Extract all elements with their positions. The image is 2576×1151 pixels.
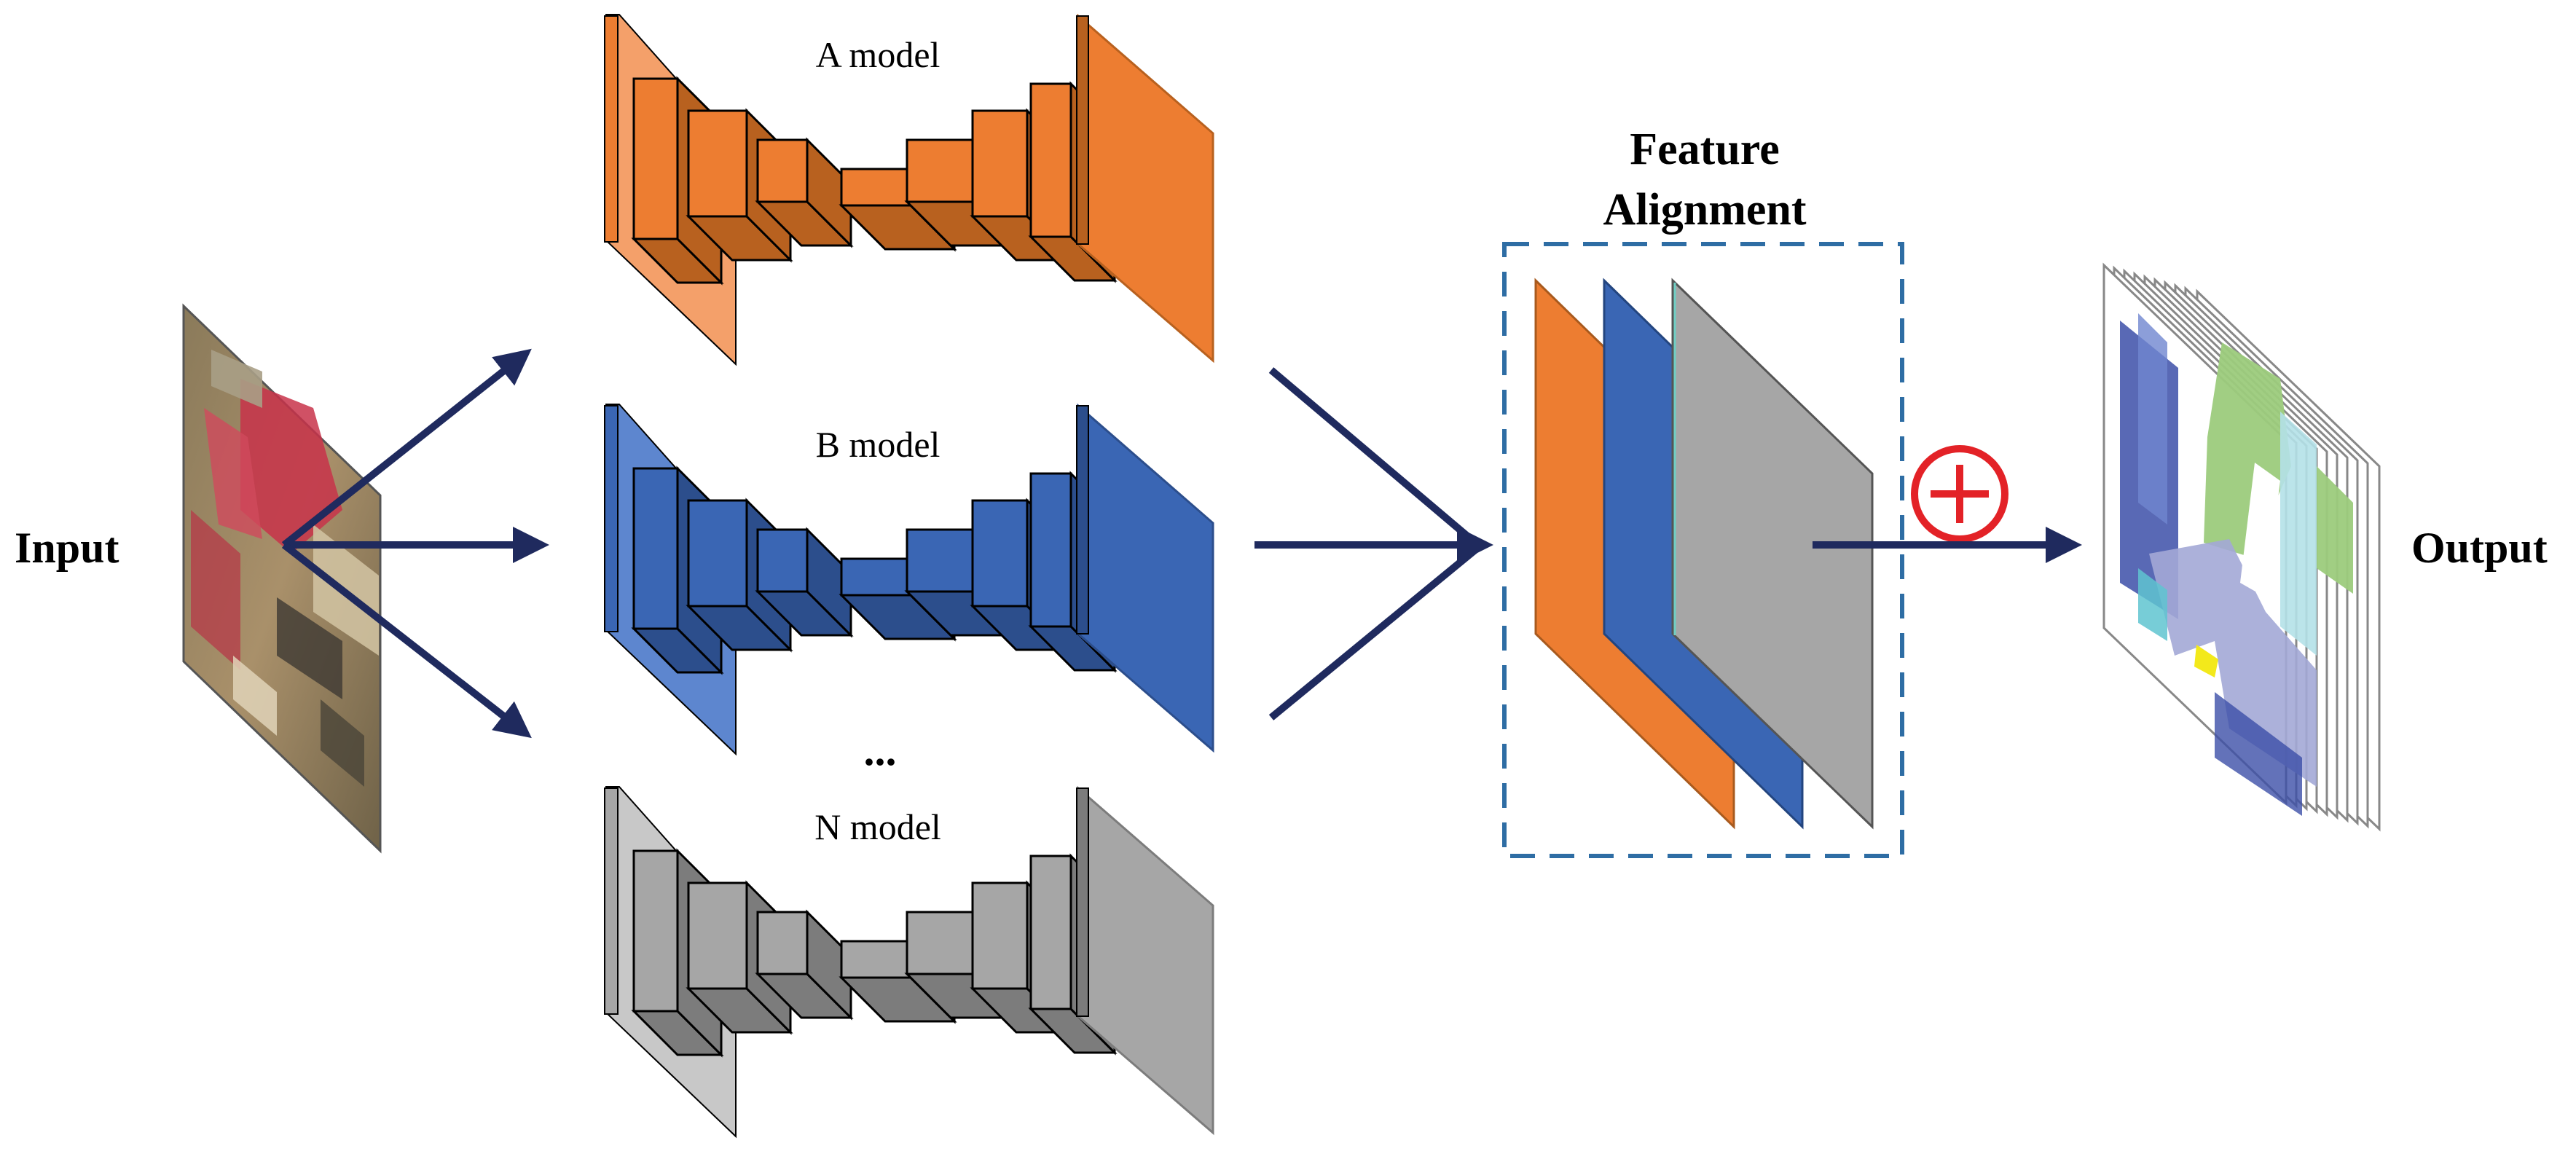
ellipsis-label: ... xyxy=(864,726,897,774)
bottleneck-block xyxy=(839,938,957,1024)
model-label: N model xyxy=(814,806,941,847)
arrow-to-a-model xyxy=(281,348,532,548)
plus-circle-icon xyxy=(1911,445,2008,543)
output-stack xyxy=(2102,262,2381,832)
alignment-sheets xyxy=(1534,278,1874,830)
alignment-dashed-box xyxy=(1502,242,1904,858)
model-output-slab xyxy=(1076,403,1214,753)
output-label: Output xyxy=(2411,524,2548,572)
model-output-slab xyxy=(1076,13,1214,364)
encoder-block-3 xyxy=(755,137,854,248)
input-image xyxy=(182,303,382,854)
output-segmentation-map xyxy=(2120,313,2353,816)
input-label: Input xyxy=(15,524,119,572)
model-output-slab xyxy=(1076,785,1214,1136)
encoder-block-3 xyxy=(755,909,854,1021)
merge-line-top xyxy=(1268,367,1478,546)
model-block-a: A model xyxy=(604,13,1214,366)
model-block-n: N model xyxy=(604,785,1214,1139)
merge-arrows xyxy=(1254,367,1493,720)
models-group: A model B model N model xyxy=(604,13,1214,1139)
alignment-sheet-gray xyxy=(1671,278,1874,830)
alignment-title-line1: Feature xyxy=(1630,125,1779,174)
arrow-to-n-model xyxy=(281,542,532,739)
alignment-title-line2: Alignment xyxy=(1603,185,1807,235)
model-block-b: B model xyxy=(604,403,1214,756)
model-label: A model xyxy=(816,34,941,75)
merge-line-bottom xyxy=(1268,547,1478,720)
model-label: B model xyxy=(816,424,941,465)
encoder-block-3 xyxy=(755,527,854,638)
input-arrows xyxy=(281,348,549,739)
